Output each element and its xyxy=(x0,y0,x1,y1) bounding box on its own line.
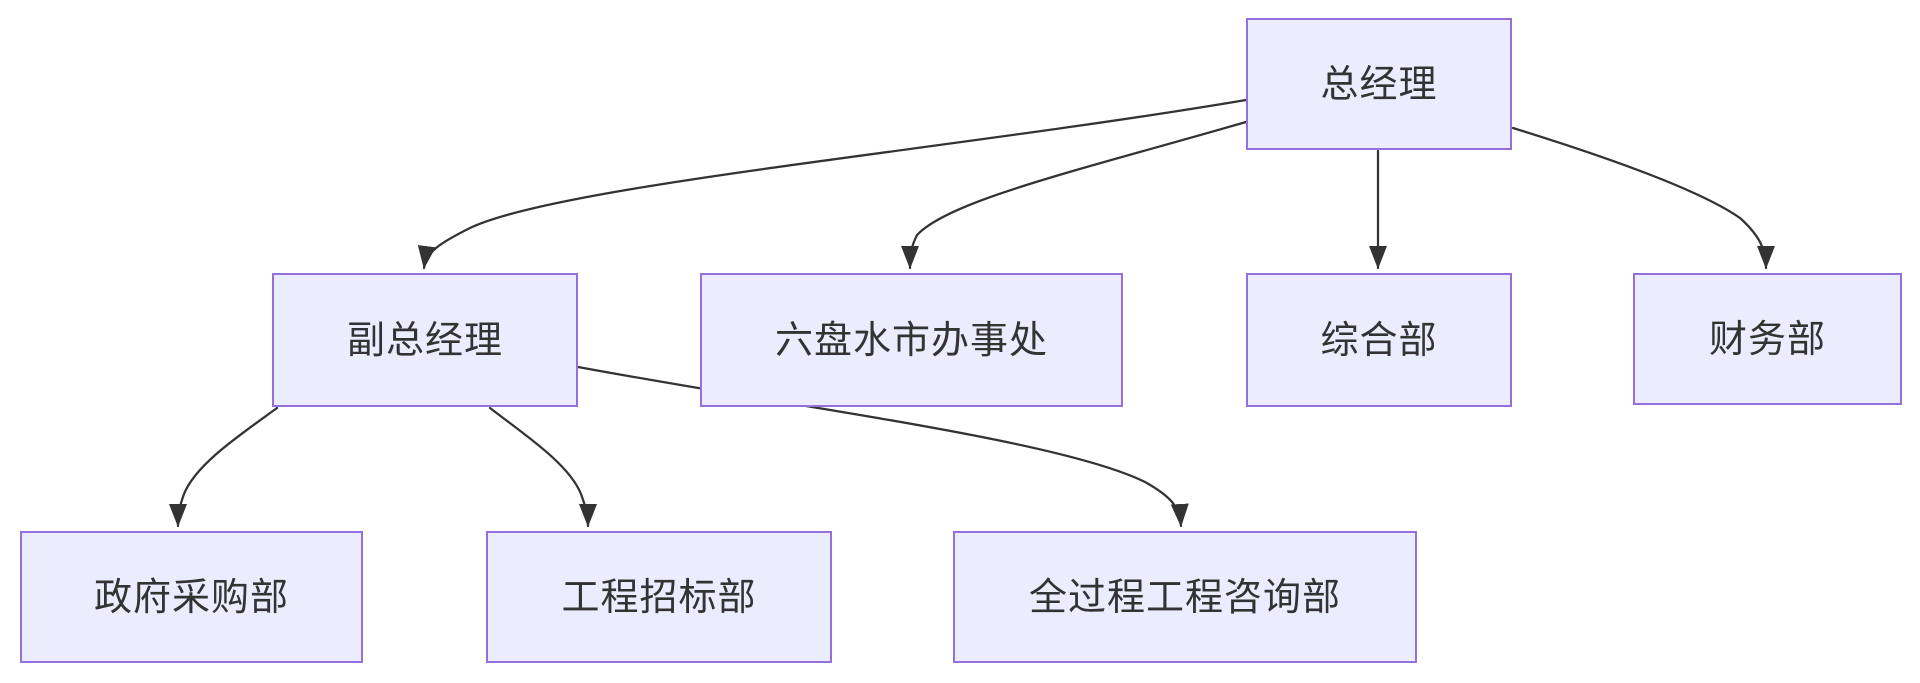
edge-zongjingli-to-liupanshui-office xyxy=(901,120,1248,270)
edge-fuzongjingli-to-gongchengzhaobiaobu xyxy=(488,406,597,528)
edge-zongjingli-to-fuzongjingli xyxy=(417,98,1248,270)
edge-fuzongjingli-to-zhengfucaigoubu xyxy=(169,406,279,528)
edge-fuzongjingli-to-quanguocheng-zixunbu xyxy=(576,365,1189,528)
edge-zongjingli-to-caiwubu xyxy=(1511,126,1775,270)
